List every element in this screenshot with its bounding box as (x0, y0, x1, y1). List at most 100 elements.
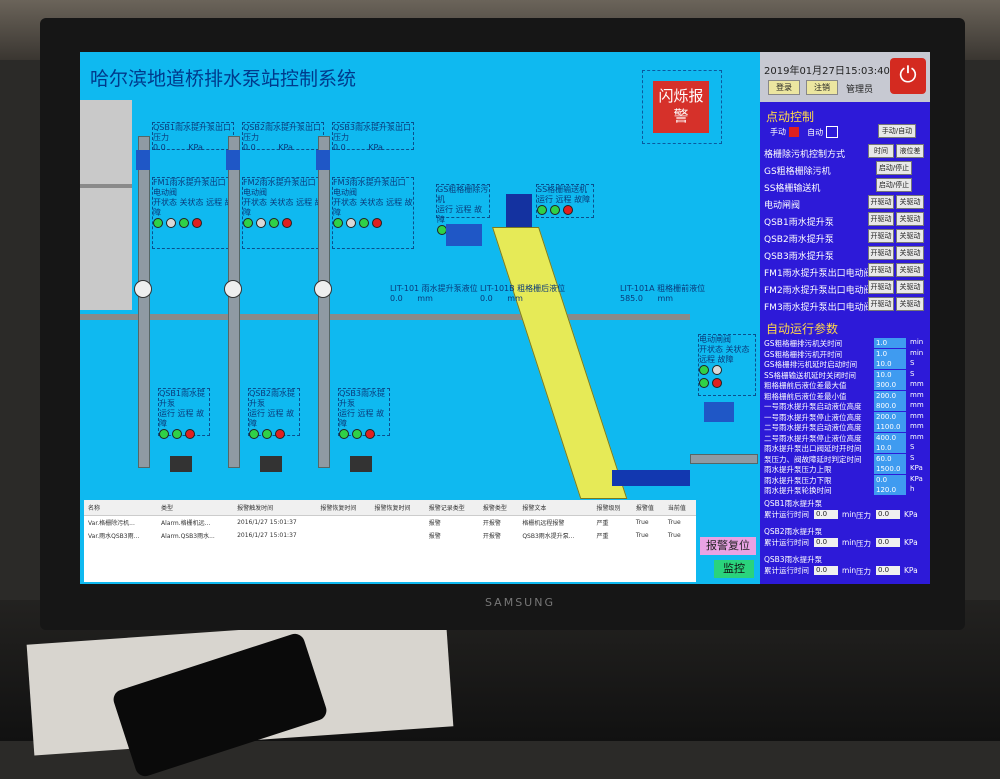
ss-start-stop-button[interactable]: 启动/停止 (876, 178, 912, 192)
row-qsb1: QSB1雨水提升泵 开驱动 关驱动 (764, 210, 928, 228)
param-input[interactable]: 1.0 (874, 348, 906, 359)
param-input[interactable]: 200.0 (874, 390, 906, 401)
param-input[interactable]: 400.0 (874, 432, 906, 443)
param-input[interactable]: 1.0 (874, 338, 906, 348)
row-gs: GS粗格栅除污机 启动/停止 (764, 159, 928, 177)
manual-label: 手动 (770, 127, 786, 137)
gs-label: GS粗格栅除污机 (437, 185, 489, 204)
page-title: 哈尔滨地道桥排水泵站控制系统 (90, 68, 357, 90)
alarm-reset-button[interactable]: 报警复位 (700, 537, 756, 555)
qsb1-open-button[interactable]: 开驱动 (868, 212, 894, 226)
level-3-unit: mm (657, 294, 674, 303)
time-mode-button[interactable]: 时间 (868, 144, 894, 158)
gate-valve-label: 电动闸阀 (699, 335, 731, 344)
param-row: 雨水提升泵压力下限 0.0 KPa (764, 474, 923, 485)
qsb1-pump-icon (170, 456, 192, 472)
conveyor-belt (492, 227, 628, 499)
pump2-top: QSB2雨水提升泵出口压力 0.0 KPa FM2雨水提升泵出口电动阀 开状态 … (220, 122, 324, 249)
qsb2-close-button[interactable]: 关驱动 (896, 229, 924, 243)
fm3-open-button[interactable]: 开驱动 (868, 297, 894, 311)
pump1-valve-label: FM1雨水提升泵出口电动阀 (153, 178, 226, 197)
param-input[interactable]: 200.0 (874, 411, 906, 422)
param-row: 一号雨水提升泵停止液位高度 200.0 mm (764, 411, 924, 422)
flash-alarm-button[interactable]: 闪烁报警 (653, 81, 709, 133)
col-type: 类型 (157, 500, 234, 516)
param-input[interactable]: 0.0 (874, 474, 906, 485)
pump1-valve-status: 开状态 关状态 远程 故障 (153, 198, 233, 217)
gate-open-button[interactable]: 开驱动 (868, 195, 894, 209)
param-input[interactable]: 800.0 (874, 401, 906, 411)
fm1-close-button[interactable]: 关驱动 (896, 263, 924, 277)
gs-start-stop-button[interactable]: 启动/停止 (876, 161, 912, 175)
datetime: 2019年01月27日15:03:40 (764, 66, 890, 77)
row-gate: 电动闸阀 开驱动 关驱动 (764, 193, 928, 211)
fm2-open-button[interactable]: 开驱动 (868, 280, 894, 294)
pump3-valve-label: FM3雨水提升泵出口电动阀 (333, 178, 406, 197)
qsb3-name: QSB3雨水提升泵 (339, 389, 385, 408)
param-row: 雨水提升泵轮换时间 120.0 h (764, 485, 915, 495)
pump1-motor (136, 150, 150, 170)
pump3-pressure-unit: KPa (368, 143, 383, 152)
qsb2-open-button[interactable]: 开驱动 (868, 229, 894, 243)
power-icon[interactable]: ⏻ (890, 58, 926, 94)
fm1-open-button[interactable]: 开驱动 (868, 263, 894, 277)
pressure-input[interactable]: 0.0 (876, 510, 900, 519)
pressure-input[interactable]: 0.0 (876, 538, 900, 547)
fm2-close-button[interactable]: 关驱动 (896, 280, 924, 294)
runtime-input[interactable]: 0.0 (814, 538, 838, 547)
runtime-input[interactable]: 0.0 (814, 510, 838, 519)
param-row: GS格栅排污机延时启动时间 10.0 S (764, 359, 915, 369)
qsb3-open-button[interactable]: 开驱动 (868, 246, 894, 260)
qsb3-box: QSB3雨水提升泵 运行 远程 故障 (338, 388, 390, 439)
qsb1-box: QSB1雨水提升泵 运行 远程 故障 (158, 388, 210, 439)
fm3-close-button[interactable]: 关驱动 (896, 297, 924, 311)
panel-header: 2019年01月27日15:03:40 登录 注销 管理员 ⏻ (760, 52, 930, 102)
gate-valve-actuator-icon (704, 402, 734, 422)
manual-auto-button[interactable]: 手动/自动 (878, 124, 916, 138)
ss-label: SS格栅输送机 (537, 185, 588, 194)
pump1-pressure-unit: KPa (188, 143, 203, 152)
wall-left (80, 100, 132, 310)
param-row: GS粗格栅排污机开时间 1.0 min (764, 348, 924, 359)
pump2-valve-label: FM2雨水提升泵出口电动阀 (243, 178, 316, 197)
table-row[interactable]: Var.雨水QSB3雨... Alarm.QSB3雨水... 2016/1/27… (88, 532, 681, 540)
col-alarm-type: 报警类型 (478, 500, 519, 516)
param-input[interactable]: 10.0 (874, 443, 906, 453)
level-2-value: 0.0 (480, 294, 493, 303)
monitor-button[interactable]: 监控 (714, 560, 754, 578)
param-row: 雨水提升泵压力上限 1500.0 KPa (764, 464, 923, 474)
pump2-motor (226, 150, 240, 170)
level-diff-button[interactable]: 液位差 (896, 144, 924, 158)
auto-params: GS粗格栅排污机关时间 1.0 min GS粗格栅排污机开时间 1.0 min … (764, 338, 928, 496)
qsb2-name: QSB2雨水提升泵 (249, 389, 295, 408)
pump1-valve-box: FM1雨水提升泵出口电动阀 开状态 关状态 远程 故障 (152, 177, 234, 249)
manual-toggle[interactable]: 手动 自动 (770, 126, 838, 138)
ss-box: SS格栅输送机 运行 远程 故障 (536, 184, 594, 218)
pressure-input[interactable]: 0.0 (876, 566, 900, 575)
qsb2-lights-label: 运行 远程 故障 (249, 409, 295, 428)
param-input[interactable]: 10.0 (874, 359, 906, 369)
param-input[interactable]: 1100.0 (874, 422, 906, 432)
level-2: LIT-101B 粗格栅后液位 0.0 mm (480, 284, 570, 304)
gs-box: GS粗格栅除污机 运行 远程 故障 (436, 184, 490, 235)
manual-rows: 格栅除污机控制方式 时间 液位差 GS粗格栅除污机 启动/停止 SS格栅输送机 … (764, 142, 928, 313)
logout-button[interactable]: 注销 (806, 80, 838, 95)
qsb1-close-button[interactable]: 关驱动 (896, 212, 924, 226)
param-input[interactable]: 120.0 (874, 485, 906, 495)
runtime-input[interactable]: 0.0 (814, 566, 838, 575)
param-input[interactable]: 300.0 (874, 380, 906, 390)
login-button[interactable]: 登录 (768, 80, 800, 95)
qsb3-close-button[interactable]: 关驱动 (896, 246, 924, 260)
collection-tank (612, 470, 690, 486)
auto-label: 自动 (807, 127, 824, 137)
param-input[interactable]: 60.0 (874, 453, 906, 464)
param-input[interactable]: 10.0 (874, 369, 906, 380)
gate-close-button[interactable]: 关驱动 (896, 195, 924, 209)
param-input[interactable]: 1500.0 (874, 464, 906, 474)
pump3-motor (316, 150, 330, 170)
qsb3-lights-label: 运行 远程 故障 (339, 409, 385, 428)
pump1-top: QSB1雨水提升泵出口压力 0.0 KPa FM1雨水提升泵出口电动阀 开状态 … (130, 122, 234, 249)
level-2-unit: mm (507, 294, 523, 303)
table-row[interactable]: Var.格栅除污机... Alarm.格栅机远... 2016/1/27 15:… (88, 519, 681, 527)
col-text: 报警文本 (518, 500, 593, 516)
